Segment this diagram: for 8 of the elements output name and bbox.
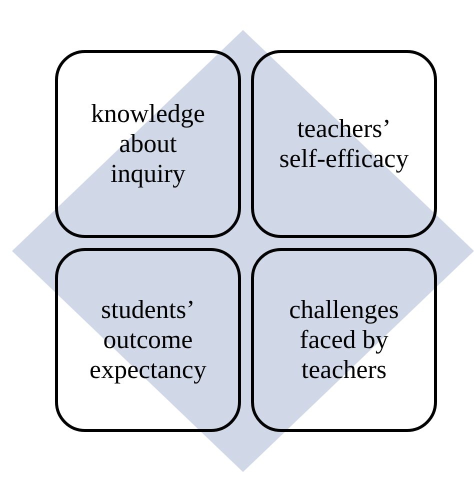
box-label: knowledge about inquiry [90, 99, 206, 189]
box-label: challenges faced by teachers [288, 295, 400, 385]
rounded-box [55, 248, 241, 432]
rounded-box [251, 50, 437, 238]
box-label: teachers’ self-efficacy [278, 114, 410, 174]
rounded-box [55, 50, 241, 238]
box-label: students’ outcome expectancy [88, 295, 208, 385]
rounded-box [251, 248, 437, 432]
